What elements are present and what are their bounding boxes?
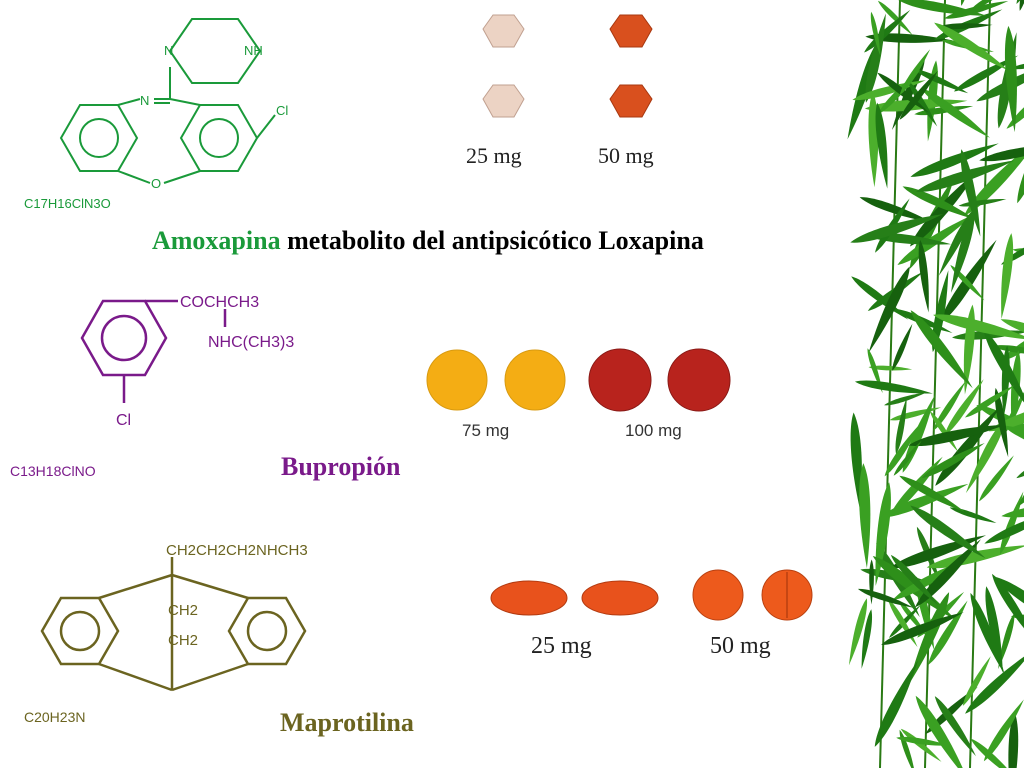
pill-bupropion-100-a (588, 348, 652, 412)
maprotiline-dose-25: 25 mg (531, 633, 592, 659)
pill-maprotiline-25-b (581, 580, 659, 616)
pill-amoxapine-50-a (609, 14, 653, 48)
bamboo-leaf (931, 309, 1024, 346)
maprotiline-formula: C20H23N (24, 709, 86, 725)
bamboo-leaf (958, 0, 978, 7)
amoxapine-pills (482, 14, 653, 118)
bamboo-leaf (1014, 445, 1024, 481)
bupropion-dose-75: 75 mg (462, 421, 510, 440)
amoxapine-formula: C17H16ClN3O (24, 196, 111, 211)
bupropion-label-cochch3: COCHCH3 (180, 294, 259, 311)
pill-bupropion-75-a (426, 349, 488, 411)
pill-amoxapine-25-b (482, 84, 525, 118)
bupropion-structure-svg: COCHCH3 NHC(CH3)3 Cl (80, 294, 294, 429)
maprotiline-dose-50: 50 mg (710, 633, 771, 659)
maprotiline-label-ch2-b: CH2 (168, 632, 198, 649)
bamboo-leaf (857, 462, 873, 569)
bamboo-leaf (889, 322, 915, 372)
bamboo-leaf (996, 232, 1016, 320)
bamboo-leaf (869, 559, 874, 605)
bupropion-dose-100: 100 mg (625, 421, 682, 440)
pill-amoxapine-25-a (482, 14, 525, 48)
maprotiline-title: Maprotilina (280, 708, 414, 737)
maprotiline-pills (490, 569, 813, 621)
bupropion-structure: COCHCH3 NHC(CH3)3 Cl (60, 285, 340, 435)
pill-maprotiline-25-a (490, 580, 568, 616)
amoxapine-label-cl: Cl (276, 103, 288, 118)
amoxapine-label-n-imine: N (140, 93, 149, 108)
pill-amoxapine-50-b (609, 84, 653, 118)
pill-bupropion-75-b (504, 349, 566, 411)
amoxapine-dose-25: 25 mg (466, 143, 522, 168)
bamboo-leaf (961, 647, 1024, 718)
amoxapine-structure-svg: N NH N Cl O (59, 18, 288, 191)
amoxapine-label-nh: NH (244, 43, 263, 58)
bupropion-label-nhc: NHC(CH3)3 (208, 334, 294, 351)
amoxapine-title-name: Amoxapina (152, 226, 281, 255)
maprotiline-structure: CH2CH2CH2NHCH3 CH2 CH2 (30, 535, 360, 710)
pill-maprotiline-50-a (692, 569, 744, 621)
amoxapine-label-o: O (151, 176, 161, 191)
bupropion-title: Bupropión (281, 452, 401, 481)
bupropion-pills (426, 348, 731, 412)
amoxapine-structure: N NH N Cl O (20, 5, 330, 220)
bupropion-label-cl: Cl (116, 412, 131, 429)
bamboo-leaves-decoration (842, 0, 1024, 768)
pill-bupropion-100-b (667, 348, 731, 412)
amoxapine-title-rest: metabolito del antipsicótico Loxapina (280, 226, 704, 255)
maprotiline-label-chain: CH2CH2CH2NHCH3 (166, 542, 308, 559)
bupropion-formula: C13H18ClNO (10, 463, 96, 479)
maprotiline-label-ch2-a: CH2 (168, 602, 198, 619)
maprotiline-structure-svg: CH2CH2CH2NHCH3 CH2 CH2 (40, 542, 308, 692)
amoxapine-dose-50: 50 mg (598, 143, 654, 168)
amoxapine-label-n: N (164, 43, 173, 58)
bamboo-leaf (861, 7, 913, 55)
amoxapine-title: Amoxapina metabolito del antipsicótico L… (152, 226, 704, 256)
